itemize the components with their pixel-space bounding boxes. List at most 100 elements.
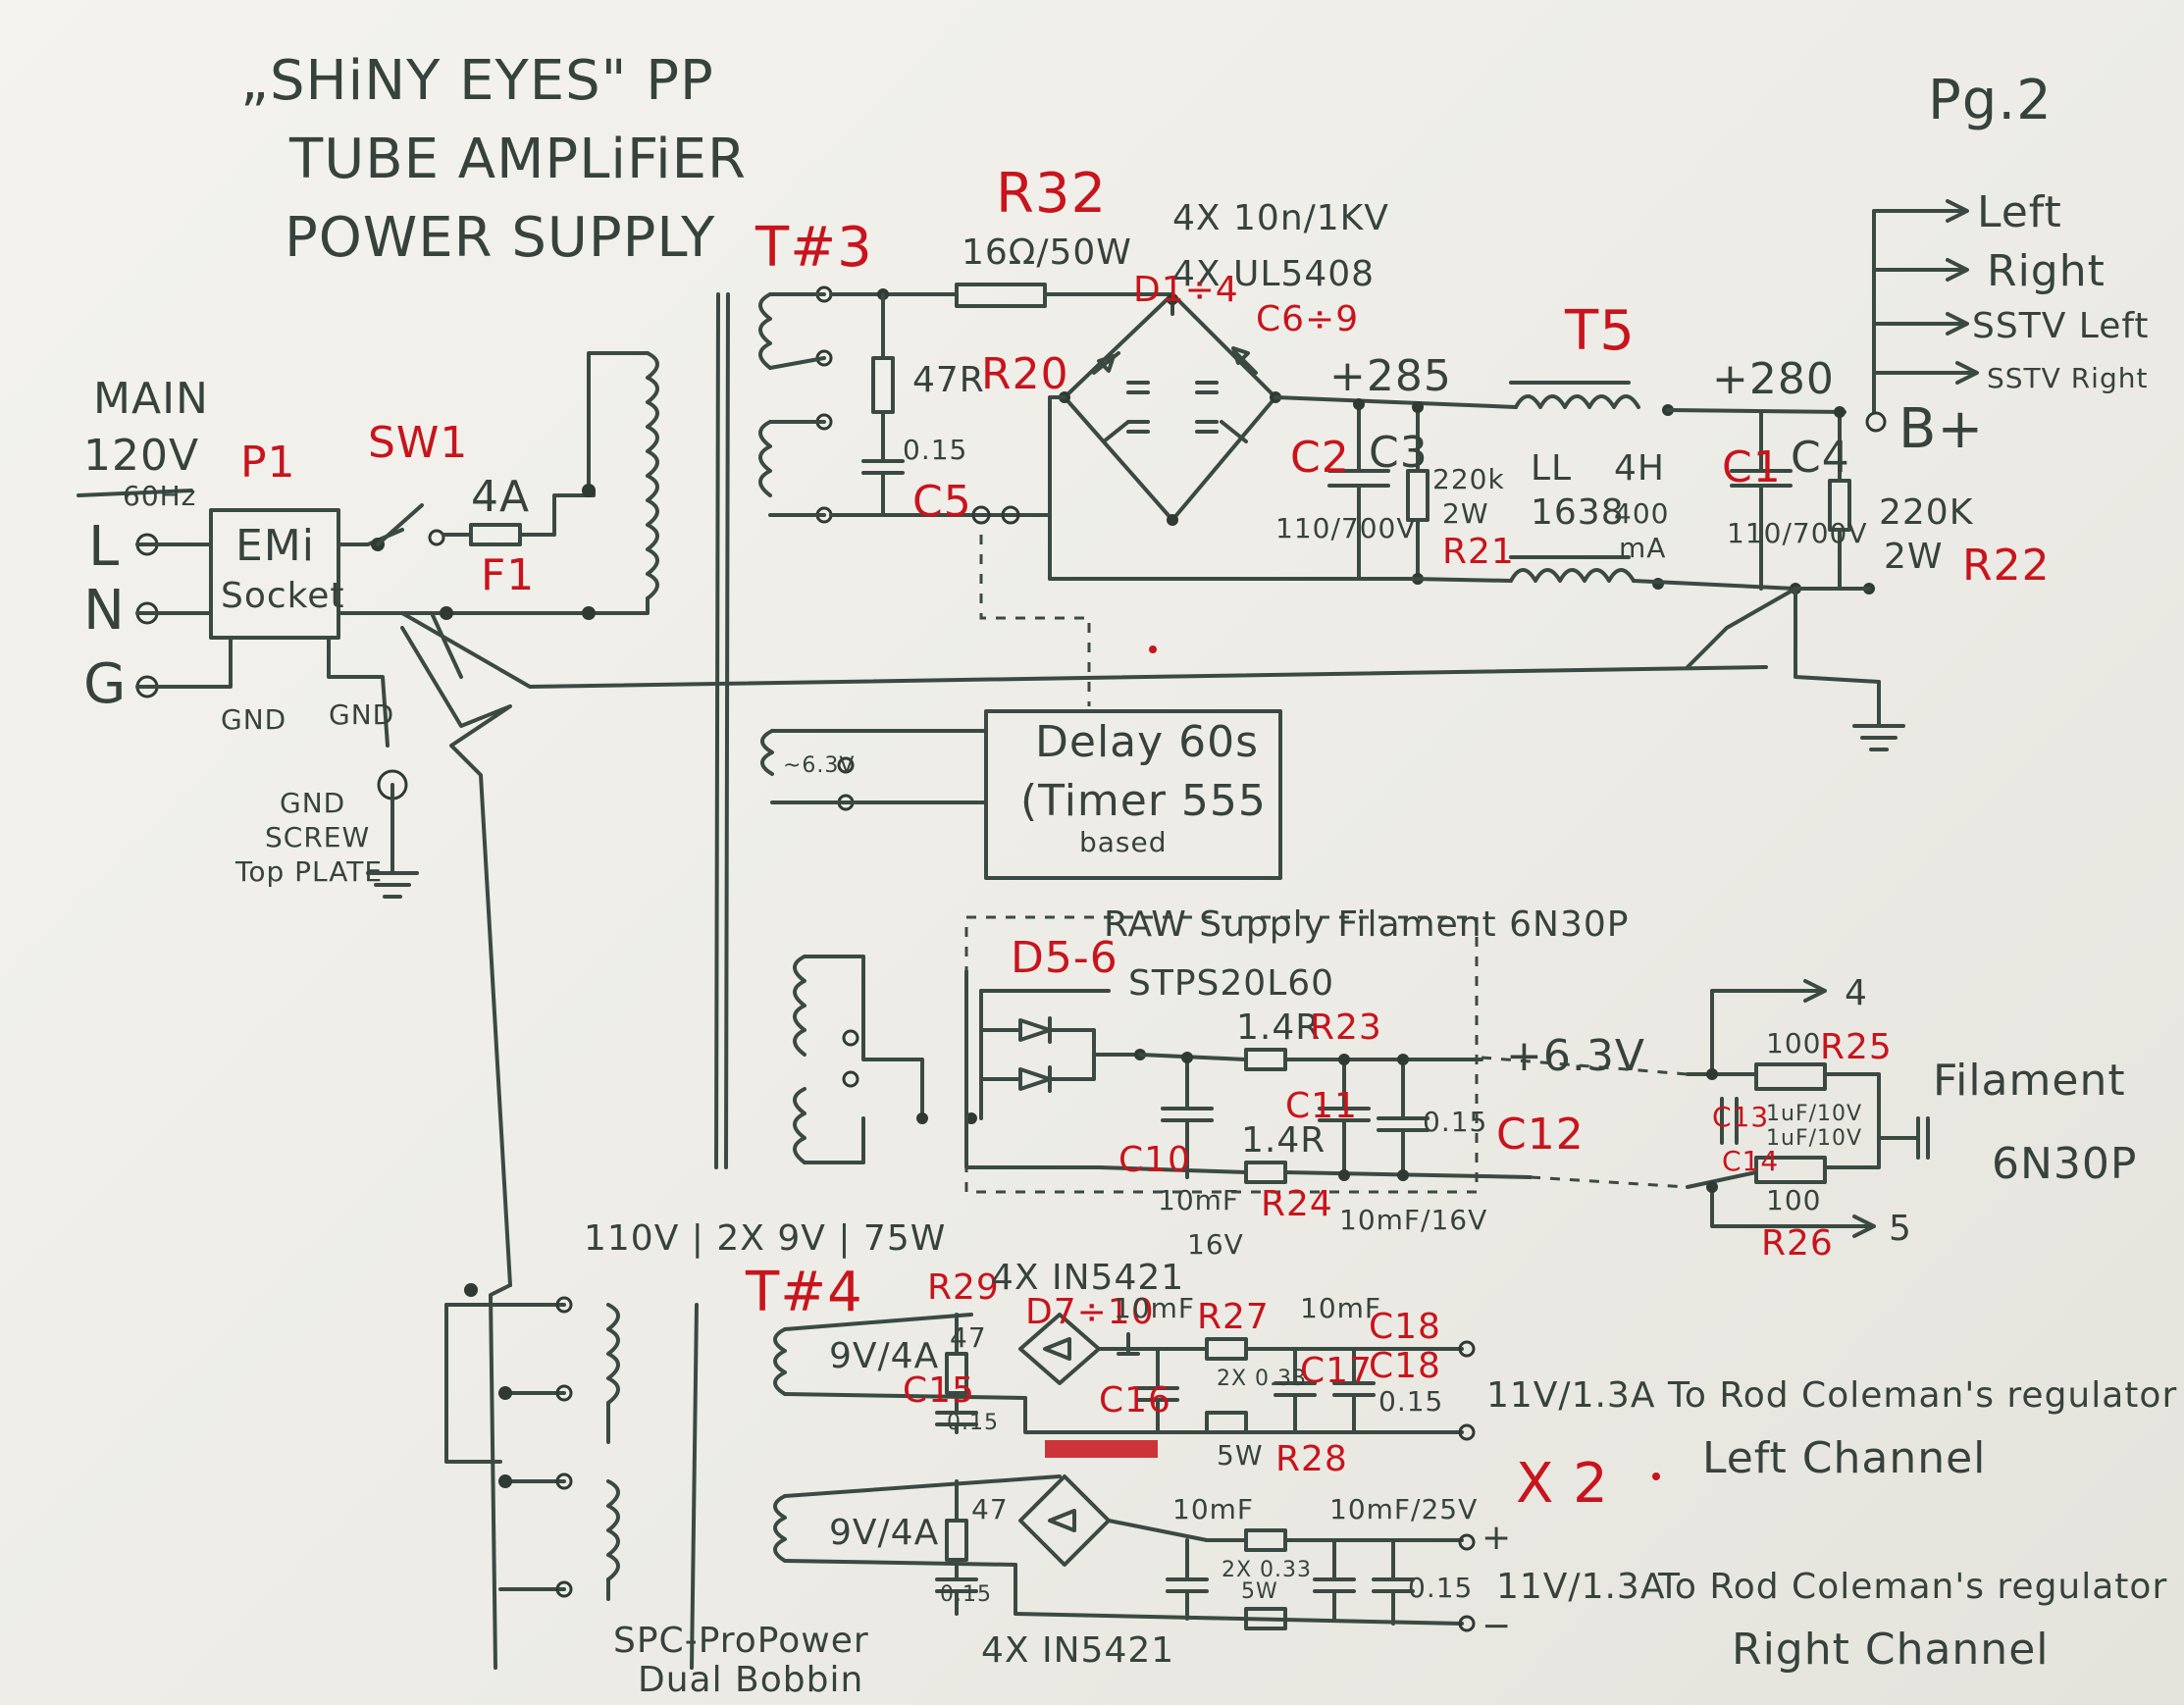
- r23-label: R23: [1310, 1008, 1382, 1048]
- reg-right-r-watts: 5W: [1241, 1579, 1278, 1604]
- gnd-label-2: GND: [329, 698, 395, 731]
- t4-maker-1: SPC-ProPower: [613, 1621, 869, 1661]
- reg-right-output: 11V/1.3A: [1496, 1567, 1666, 1607]
- reg-right-wiring: [773, 1474, 1476, 1632]
- r20-value: 47R: [912, 360, 985, 400]
- chassis-divider: [690, 292, 730, 1670]
- v285-label: +285: [1329, 351, 1452, 401]
- r28-value: 5W: [1217, 1439, 1264, 1472]
- c5-label: C5: [912, 477, 972, 527]
- r20-label: R20: [981, 349, 1069, 399]
- tube-6n30p-label: 6N30P: [1992, 1139, 2138, 1189]
- reg-right-c-main-value: 10mF: [1172, 1493, 1255, 1525]
- c10-value: 10mF: [1158, 1184, 1240, 1216]
- emi-socket-line-2: Socket: [221, 576, 345, 616]
- c3-value: 110/700V: [1275, 512, 1417, 544]
- red-markings: [1045, 646, 1660, 1480]
- v280-label: +280: [1712, 354, 1835, 404]
- t3-label: T#3: [755, 216, 873, 280]
- c18-label: C18: [1369, 1307, 1441, 1347]
- c4-label: C4: [1791, 433, 1850, 483]
- out-sstv-right-label: SSTV Right: [1987, 362, 2149, 394]
- c13-label: C13: [1712, 1101, 1770, 1133]
- r25-label: R25: [1820, 1027, 1893, 1067]
- r21-value-1: 220k: [1432, 463, 1505, 495]
- b-plus-outputs: [1865, 199, 1979, 433]
- main-transformer-primary: [440, 351, 659, 620]
- title-line-2: TUBE AMPLiFiER: [289, 128, 747, 191]
- t4-primary: [444, 1283, 620, 1601]
- pin-5-label: 5: [1889, 1209, 1912, 1249]
- c6-9-label: C6÷9: [1256, 299, 1360, 339]
- reg-right-channel: Right Channel: [1732, 1625, 2050, 1675]
- reg-left-output: 11V/1.3A: [1486, 1375, 1656, 1416]
- reg-right-plus: +: [1482, 1518, 1513, 1558]
- reg-right-minus: −: [1482, 1606, 1513, 1646]
- reg-right-c-snub: 0.15: [1408, 1572, 1474, 1604]
- sw1-label: SW1: [368, 418, 469, 468]
- p1-label: P1: [240, 438, 296, 488]
- f1-label: F1: [481, 550, 536, 600]
- reg-left-diodes: 4X IN5421: [991, 1258, 1185, 1298]
- r22-label: R22: [1962, 541, 2051, 591]
- filament-winding: [793, 955, 1101, 1169]
- c18-value: 0.15: [1378, 1385, 1444, 1418]
- c17-value: 10mF: [1300, 1292, 1382, 1324]
- delay-wiring: [760, 535, 1282, 880]
- filament-supply-title: RAW Supply Filament 6N30P: [1104, 904, 1630, 945]
- gnd-screw-line-2: SCREW: [265, 821, 371, 853]
- reg-right-destination: To Rod Coleman's regulator: [1658, 1567, 2168, 1607]
- c12-value: 0.15: [1423, 1106, 1488, 1138]
- r27-label: R27: [1197, 1297, 1270, 1337]
- r28-label: R28: [1275, 1439, 1348, 1479]
- choke-spec-3: mA: [1619, 532, 1667, 564]
- c11-value: 10mF/16V: [1339, 1204, 1488, 1236]
- r24-label: R24: [1261, 1184, 1333, 1224]
- b-plus-label: B+: [1898, 397, 1985, 461]
- d1-4-label: D1÷4: [1133, 270, 1239, 310]
- reg-right-c-value: 0.15: [940, 1582, 992, 1607]
- diode-type-stps: STPS20L60: [1128, 963, 1335, 1004]
- reg-left-channel: Left Channel: [1702, 1433, 1987, 1483]
- mains-frequency: 60Hz: [123, 480, 197, 512]
- diode-cap-spec: 4X 10n/1KV: [1172, 198, 1389, 238]
- r21-value-2: 2W: [1442, 497, 1489, 530]
- t5-choke: [1411, 381, 1846, 591]
- c16-label: C16: [1099, 1380, 1171, 1421]
- filament-label: Filament: [1933, 1056, 2126, 1106]
- c15-label: C15: [903, 1370, 975, 1411]
- choke-model-1: LL: [1531, 448, 1573, 489]
- c12-label: C12: [1496, 1110, 1585, 1160]
- r27-value: 2X 0.33: [1217, 1367, 1308, 1391]
- r25-value: 100: [1766, 1027, 1822, 1059]
- r26-label: R26: [1761, 1223, 1834, 1264]
- d5-6-label: D5-6: [1011, 933, 1118, 983]
- diode-type-spec: 4X UL5408: [1172, 254, 1376, 294]
- r32-value: 16Ω/50W: [962, 232, 1132, 273]
- ground-terminal-label: G: [83, 652, 128, 716]
- ground-wiring: [366, 611, 1768, 1670]
- title-line-1: „SHiNY EYES" PP: [240, 49, 714, 113]
- filament-filter: [1097, 1048, 1689, 1189]
- reg-left-destination: To Rod Coleman's regulator: [1668, 1375, 2178, 1416]
- c10-label: C10: [1118, 1140, 1191, 1180]
- c3-label: C3: [1369, 428, 1429, 478]
- c10-voltage: 16V: [1187, 1228, 1244, 1261]
- neutral-terminal-label: N: [83, 579, 126, 643]
- out-sstv-left-label: SSTV Left: [1972, 306, 2150, 346]
- c18-label-2: C18: [1369, 1346, 1441, 1386]
- v63-label: +6.3V: [1506, 1031, 1645, 1081]
- reg-right-diodes: 4X IN5421: [981, 1630, 1175, 1671]
- c15-value: 0.15: [947, 1411, 999, 1435]
- out-right-label: Right: [1987, 246, 2106, 296]
- gnd-screw-line-1: GND: [280, 787, 346, 819]
- r32-label: R32: [996, 162, 1108, 226]
- page-number: Pg.2: [1928, 69, 2053, 132]
- choke-spec-2: 400: [1614, 497, 1670, 530]
- r20-c5-snubber: [829, 292, 1052, 525]
- t4-rating: 110V | 2X 9V | 75W: [584, 1218, 947, 1259]
- r24-value: 1.4R: [1241, 1120, 1326, 1161]
- pin-4-label: 4: [1845, 973, 1868, 1013]
- choke-spec-1: 4H: [1614, 448, 1665, 489]
